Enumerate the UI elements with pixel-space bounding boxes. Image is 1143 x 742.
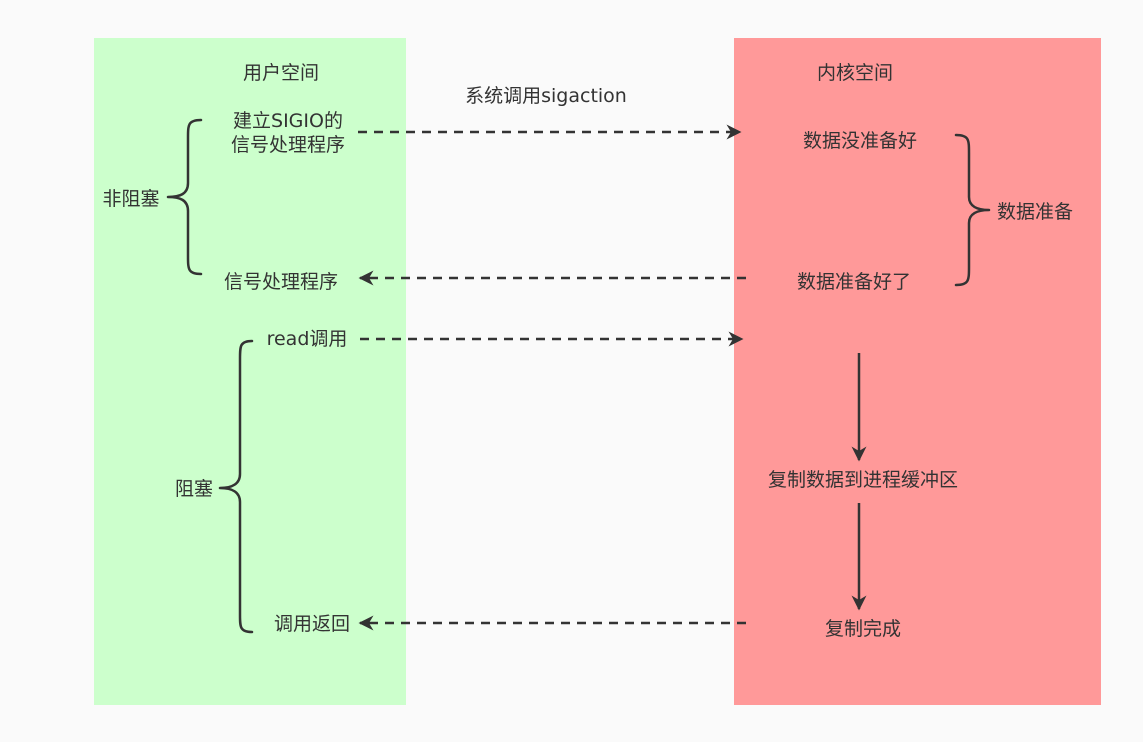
data-preparation-label: 数据准备: [997, 201, 1073, 223]
signal-handler-label: 信号处理程序: [224, 271, 338, 293]
setup-signal-handler-label-line1: 建立SIGIO的: [233, 110, 343, 132]
non-blocking-brace: [166, 118, 203, 276]
copy-done-label: 复制完成: [825, 618, 901, 640]
kernel-space-title: 内核空间: [817, 62, 893, 84]
setup-signal-handler-label-line2: 信号处理程序: [231, 134, 345, 156]
data-ready-label: 数据准备好了: [797, 271, 911, 293]
non-blocking-label: 非阻塞: [102, 188, 159, 210]
blocking-brace: [218, 339, 254, 634]
user-space-title: 用户空间: [243, 62, 319, 84]
data-not-ready-label: 数据没准备好: [803, 130, 917, 152]
data-preparation-brace: [954, 133, 991, 287]
kernel-space-region: [734, 38, 1101, 705]
syscall-label: 系统调用sigaction: [465, 85, 627, 107]
read-call-label: read调用: [267, 328, 348, 350]
copy-data-label: 复制数据到进程缓冲区: [768, 469, 958, 491]
call-return-label: 调用返回: [274, 613, 350, 635]
blocking-label: 阻塞: [175, 478, 213, 500]
user-space-region: [94, 38, 406, 705]
